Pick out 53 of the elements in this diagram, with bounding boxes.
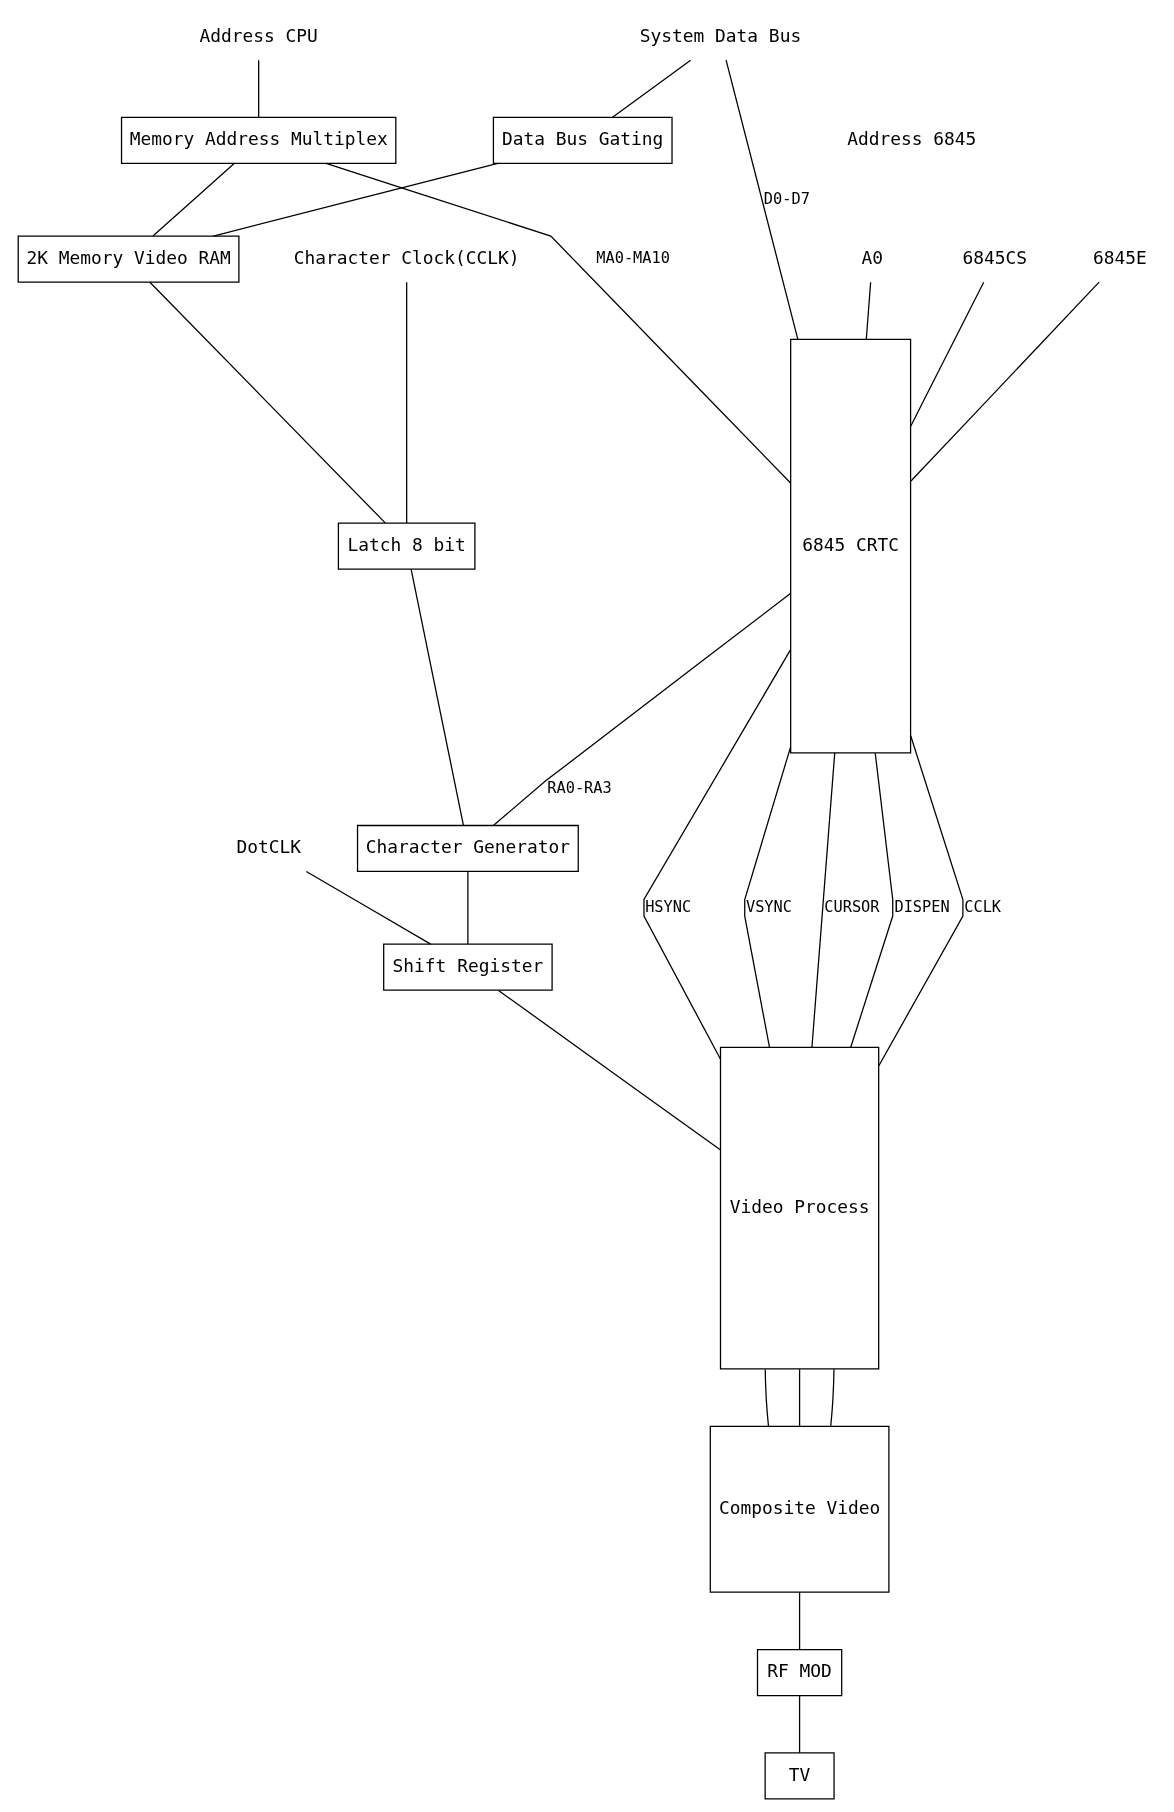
connector [724, 58, 798, 340]
node-text: 6845CS [962, 246, 1027, 268]
connector [865, 281, 871, 340]
node-text: System Data Bus [639, 24, 801, 46]
connector [405, 281, 407, 524]
connector [829, 1368, 835, 1427]
label: Address 6845 [846, 127, 976, 149]
connector [151, 162, 235, 237]
node-text: Character Clock(CCLK) [293, 246, 520, 268]
connector [849, 752, 893, 1048]
connector [909, 281, 984, 427]
edge-label: VSYNC [745, 897, 792, 916]
edge-label: HSYNC [644, 897, 691, 916]
connector [810, 751, 835, 1048]
connector [798, 1368, 800, 1427]
node-box: Composite Video [709, 1425, 890, 1593]
edge-label: DISPEN [893, 897, 950, 916]
connector [611, 59, 691, 118]
edge-label: CCLK [963, 897, 1001, 916]
connector [466, 870, 469, 945]
connector [492, 592, 791, 826]
edge-label: D0-D7 [763, 189, 810, 208]
node-box: RF MOD [756, 1648, 842, 1696]
edge-label: CURSOR [823, 897, 880, 916]
connector [148, 281, 386, 524]
connector [798, 1694, 800, 1753]
node-box: TV [764, 1751, 835, 1800]
node-text: DotCLK [236, 835, 301, 857]
connector [324, 162, 791, 483]
node-box: Video Process [719, 1046, 879, 1370]
connector [642, 648, 791, 1060]
node-text: A0 [861, 246, 883, 268]
connector [764, 1368, 769, 1427]
connector [305, 870, 431, 945]
node-box: 6845 CRTC [789, 338, 911, 753]
connector [877, 734, 964, 1066]
node-box: Shift Register [382, 943, 553, 991]
node-text: Address CPU [199, 24, 318, 46]
node-box: Data Bus Gating [492, 116, 673, 164]
connector [497, 989, 721, 1150]
node-box: Memory Address Multiplex [120, 116, 396, 164]
node-box: 2K Memory Video RAM [17, 234, 240, 283]
connector [257, 59, 259, 118]
node-text: 6845E [1092, 246, 1147, 268]
connector [743, 745, 791, 1048]
node-box: Character Generator [356, 824, 579, 872]
connector [909, 281, 1100, 482]
edge-label: MA0-MA10 [595, 248, 670, 267]
connector [798, 1591, 800, 1650]
connector [212, 162, 498, 237]
connector [410, 568, 464, 826]
edge-label: RA0-RA3 [546, 778, 612, 797]
node-box: Latch 8 bit [337, 522, 476, 570]
